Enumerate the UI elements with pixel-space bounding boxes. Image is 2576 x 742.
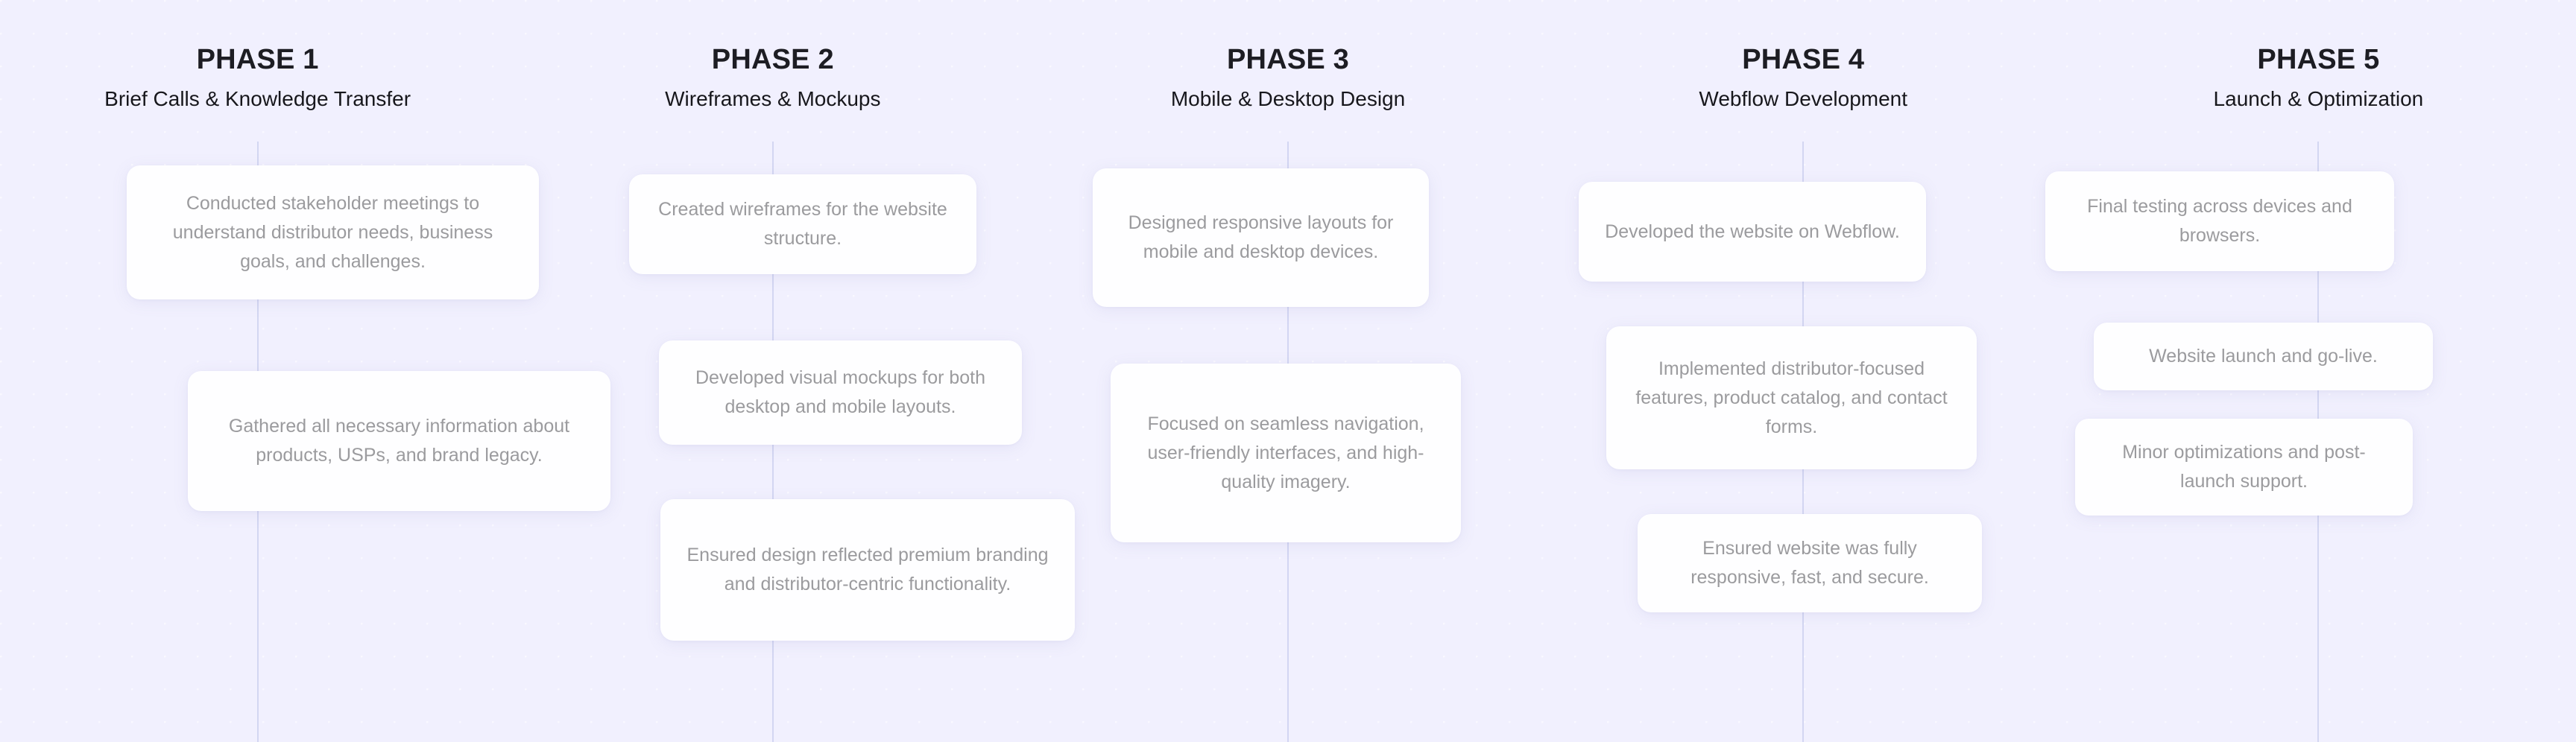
milestone-card[interactable]: Conducted stakeholder meetings to unders… xyxy=(127,165,539,299)
milestone-card-text: Developed the website on Webflow. xyxy=(1605,221,1900,242)
phase-header: PHASE 4 Webflow Development xyxy=(1546,44,2061,111)
milestone-card-text: Implemented distributor-focused features… xyxy=(1635,358,1948,437)
milestone-card[interactable]: Gathered all necessary information about… xyxy=(188,371,610,511)
phase-subtitle: Launch & Optimization xyxy=(2213,86,2424,110)
phase-title: PHASE 2 xyxy=(711,44,834,75)
phase-title: PHASE 5 xyxy=(2257,44,2380,75)
milestone-card[interactable]: Final testing across devices and browser… xyxy=(2045,171,2394,271)
milestone-card[interactable]: Designed responsive layouts for mobile a… xyxy=(1093,168,1429,307)
phase-title: PHASE 4 xyxy=(1742,44,1865,75)
phase-subtitle: Mobile & Desktop Design xyxy=(1170,86,1406,110)
phase-column: PHASE 2 Wireframes & Mockups xyxy=(515,0,1030,742)
milestone-card-text: Focused on seamless navigation, user-fri… xyxy=(1147,413,1424,492)
phase-header: PHASE 2 Wireframes & Mockups xyxy=(515,44,1030,111)
milestone-card-text: Developed visual mockups for both deskto… xyxy=(695,367,986,417)
phase-header: PHASE 3 Mobile & Desktop Design xyxy=(1030,44,1545,111)
phase-subtitle: Webflow Development xyxy=(1699,86,1908,110)
milestone-card[interactable]: Ensured website was fully responsive, fa… xyxy=(1638,514,1982,612)
milestone-card-text: Minor optimizations and post-launch supp… xyxy=(2122,442,2366,492)
phase-subtitle: Wireframes & Mockups xyxy=(665,86,881,110)
milestone-card-text: Final testing across devices and browser… xyxy=(2087,196,2352,246)
milestone-card[interactable]: Website launch and go-live. xyxy=(2094,323,2433,390)
milestone-card-text: Designed responsive layouts for mobile a… xyxy=(1128,212,1394,262)
phase-title: PHASE 1 xyxy=(196,44,319,75)
milestone-card[interactable]: Minor optimizations and post-launch supp… xyxy=(2075,419,2413,516)
milestone-card[interactable]: Focused on seamless navigation, user-fri… xyxy=(1111,364,1461,542)
milestone-card-text: Website launch and go-live. xyxy=(2149,346,2378,367)
phase-subtitle: Brief Calls & Knowledge Transfer xyxy=(104,86,411,110)
milestone-card-text: Ensured design reflected premium brandin… xyxy=(686,545,1049,594)
milestone-card[interactable]: Developed the website on Webflow. xyxy=(1579,182,1926,282)
milestone-card-text: Created wireframes for the website struc… xyxy=(658,199,947,249)
phase-header: PHASE 5 Launch & Optimization xyxy=(2061,44,2576,111)
milestone-card[interactable]: Developed visual mockups for both deskto… xyxy=(659,340,1022,445)
milestone-card[interactable]: Ensured design reflected premium brandin… xyxy=(660,499,1075,641)
milestone-card[interactable]: Created wireframes for the website struc… xyxy=(629,174,976,274)
milestone-card[interactable]: Implemented distributor-focused features… xyxy=(1606,326,1977,469)
phase-header: PHASE 1 Brief Calls & Knowledge Transfer xyxy=(0,44,515,111)
phase-title: PHASE 3 xyxy=(1227,44,1350,75)
milestone-card-text: Ensured website was fully responsive, fa… xyxy=(1690,538,1929,588)
milestone-card-text: Conducted stakeholder meetings to unders… xyxy=(172,192,493,272)
milestone-card-text: Gathered all necessary information about… xyxy=(228,416,570,466)
